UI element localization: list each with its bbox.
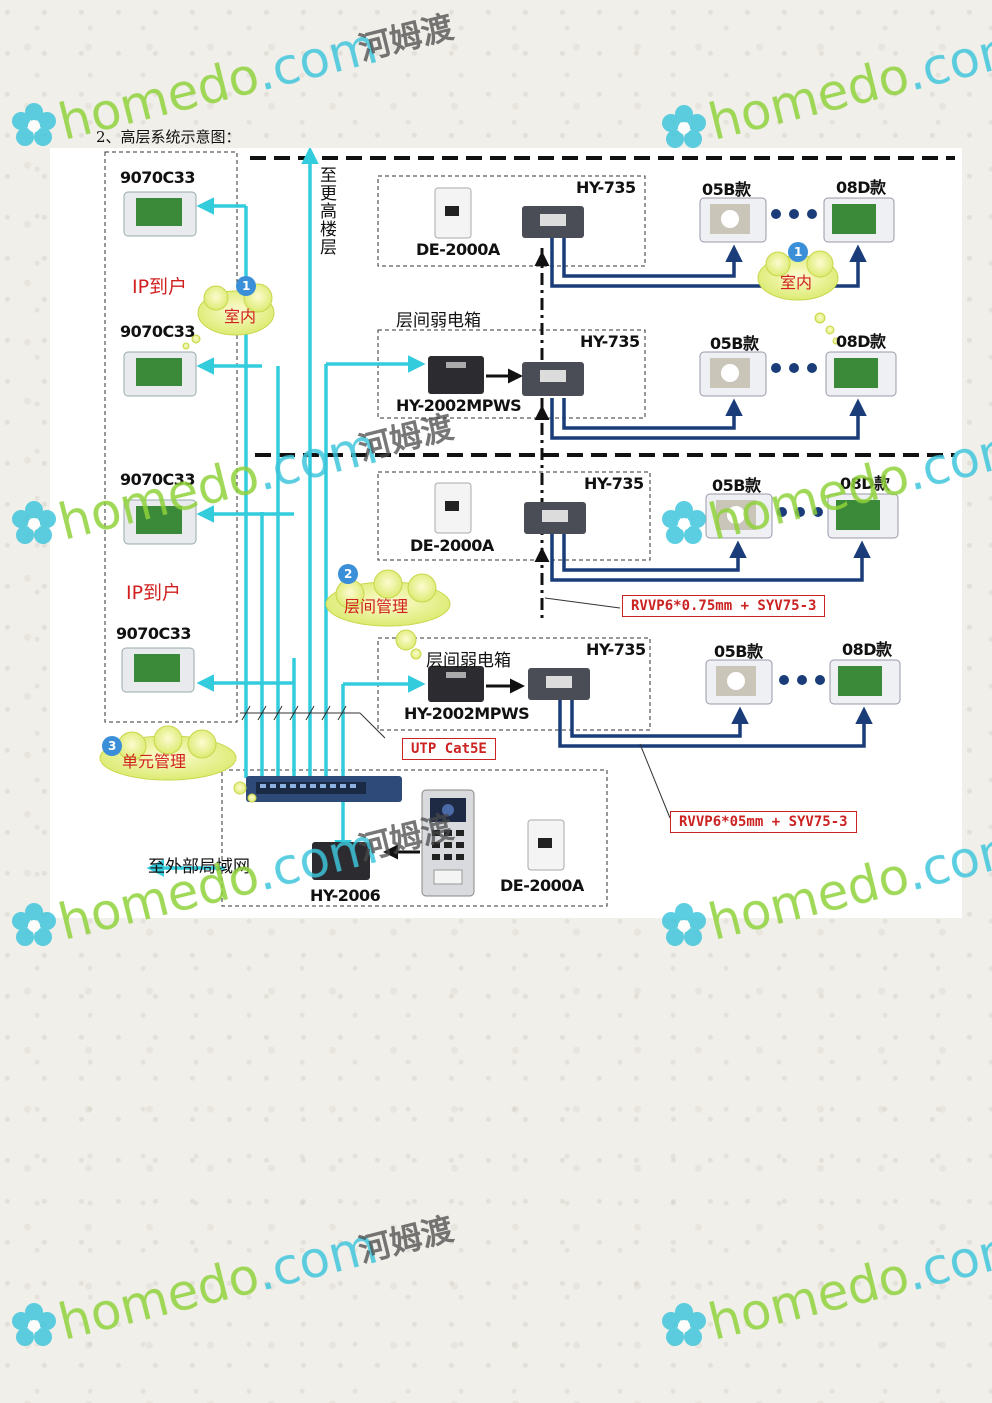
hy735-label-3: HY-735 (584, 474, 644, 493)
monitor-label-1: 9070C33 (120, 168, 196, 187)
svg-text:河姆渡: 河姆渡 (355, 7, 458, 67)
05b-label-3: 05B款 (712, 476, 761, 495)
leader-cable-1 (544, 597, 621, 609)
mpws-label-2: HY-2002MPWS (404, 704, 530, 723)
network-switch (246, 776, 402, 802)
cable-note-utp: UTP Cat5E (402, 738, 496, 760)
leader-cable-3 (639, 743, 671, 819)
monitor-label-4: 9070C33 (116, 624, 192, 643)
hy735-label-1: HY-735 (576, 178, 636, 197)
external-lan-label: 至外部局域网 (148, 857, 250, 877)
08d-label-3: 08D款 (840, 474, 890, 493)
cloud-floor-mgmt-num: 2 (344, 567, 353, 581)
weak-box-label-2: 层间弱电箱 (426, 651, 511, 671)
hy735-label-2: HY-735 (580, 332, 640, 351)
cloud-shapes (99, 250, 840, 803)
navy-outputs (550, 238, 873, 748)
cloud-indoor-1-text: 室内 (224, 307, 257, 326)
home-column-frame (104, 151, 238, 723)
cloud-unit-mgmt-text: 单元管理 (122, 752, 187, 771)
cyan-trunk (244, 148, 345, 778)
more-dots (771, 209, 825, 685)
cloud-number-badges (102, 242, 808, 756)
de2000a-label-3: DE-2000A (500, 876, 584, 895)
hy735-device (522, 206, 590, 700)
bundle-ticks (240, 705, 386, 739)
de2000a-label-2: DE-2000A (410, 536, 494, 555)
hy2006-label: HY-2006 (310, 886, 381, 905)
cloud-unit-mgmt-num: 3 (108, 739, 117, 753)
05b-label-1: 05B款 (702, 180, 751, 199)
de2000a-label-1: DE-2000A (416, 240, 500, 259)
system-diagram: 至更高楼层 9070C33 IP到户 9070C33 9070C33 IP到户 … (50, 148, 962, 918)
cloud-indoor-2-num: 1 (794, 245, 803, 259)
de2000a-device (434, 187, 565, 871)
hy2006-device (312, 842, 370, 880)
mpws-label-1: HY-2002MPWS (396, 396, 522, 415)
up-floors-label: 至更高楼层 (316, 166, 336, 256)
cable-note-rvvp-075: RVVP6*0.75mm + SYV75-3 (622, 595, 826, 617)
ip-home-label-2: IP到户 (126, 582, 182, 604)
05b-label-2: 05B款 (710, 334, 759, 353)
cloud-floor-mgmt-text: 层间管理 (344, 597, 409, 616)
monitor-label-3: 9070C33 (120, 470, 196, 489)
08d-label-1: 08D款 (836, 178, 886, 197)
08d-label-4: 08D款 (842, 640, 892, 659)
diagram-canvas (99, 148, 955, 907)
cloud-indoor-1-num: 1 (242, 279, 251, 293)
caption: 2、高层系统示意图： (96, 128, 241, 146)
hy735-label-4: HY-735 (586, 640, 646, 659)
unit-box (221, 769, 608, 907)
08d-label-2: 08D款 (836, 332, 886, 351)
svg-text:河姆渡: 河姆渡 (355, 1209, 458, 1269)
cloud-indoor-2-text: 室内 (780, 273, 813, 292)
apartment-monitor (699, 197, 901, 705)
cable-note-rvvp-05: RVVP6*05mm + SYV75-3 (670, 811, 857, 833)
svg-text:homedo.com: homedo.com (703, 17, 992, 152)
monitor-label-2: 9070C33 (120, 322, 196, 341)
weak-box-label-1: 层间弱电箱 (396, 311, 481, 331)
door-station (421, 789, 475, 897)
floor-box-3 (377, 471, 651, 561)
ip-home-label-1: IP到户 (132, 276, 188, 298)
floor-box-1 (377, 175, 646, 267)
svg-text:homedo.com: homedo.com (703, 1217, 992, 1352)
mpws-device (428, 356, 484, 702)
05b-label-4: 05B款 (714, 642, 763, 661)
svg-text:homedo.com: homedo.com (53, 1217, 383, 1352)
monitor-device (121, 191, 197, 693)
floor-box-2 (377, 329, 646, 419)
